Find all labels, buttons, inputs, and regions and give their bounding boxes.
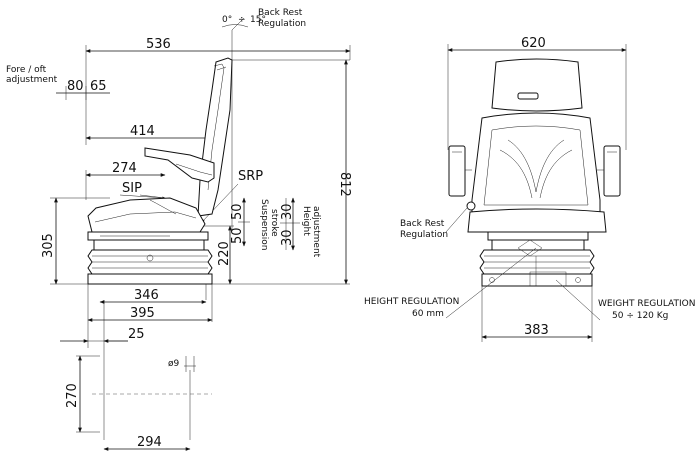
mounting-base-view: 270 ø9 294 [65, 348, 212, 451]
dim-346-label: 346 [134, 288, 159, 303]
dim-536-label: 536 [146, 37, 171, 52]
dim-812-label: 812 [337, 172, 352, 197]
height-30-bottom: 30 [280, 229, 295, 246]
dim-414-label: 414 [130, 124, 155, 139]
front-headrest [491, 58, 583, 112]
dimension-536: 536 [85, 37, 351, 145]
sip-srp-points: SIP SRP [119, 169, 263, 223]
height-30-top: 30 [280, 203, 295, 220]
dimension-812: 812 [212, 59, 352, 285]
weight-regulation-label-1: WEIGHT REGULATION [598, 299, 696, 309]
weight-regulation-label-2: 50 ÷ 120 Kg [612, 311, 668, 321]
seat-side-body [87, 57, 233, 285]
front-view: 620 Back Rest Re [364, 36, 696, 342]
height-label-1: Height [301, 206, 311, 236]
height-regulation-label-1: HEIGHT REGULATION [364, 297, 459, 307]
fore-aft-dim-80: 80 [67, 79, 84, 94]
dimension-274: 274 [85, 161, 166, 200]
susp-50-top: 50 [230, 203, 245, 220]
fore-aft-annotation: Fore / oft adjustment 80 65 [6, 65, 110, 100]
dim-220-label: 220 [217, 241, 232, 266]
front-back-rest-label-2: Regulation [400, 230, 448, 240]
dim-274-label: 274 [112, 161, 137, 176]
fore-aft-dim-65: 65 [90, 79, 107, 94]
angle-max-label: 15° [250, 15, 266, 25]
suspension-label-2: stroke [269, 209, 279, 237]
height-adjustment-dim: 30 30 Height adjustment [280, 197, 321, 258]
front-cushion [467, 208, 607, 233]
dim-395-label: 395 [130, 306, 155, 321]
hole-diameter-label: ø9 [168, 359, 180, 369]
dim-294-label: 294 [137, 435, 162, 450]
dim-383-label: 383 [524, 323, 549, 338]
dim-270-label: 270 [65, 383, 80, 408]
fore-aft-label-1: Fore / oft [6, 65, 47, 75]
front-back-rest-label-1: Back Rest [400, 219, 445, 229]
susp-50-bottom: 50 [230, 227, 245, 244]
dimension-383: 383 [481, 286, 593, 342]
back-rest-angle-annotation: Back Rest Regulation 0° ÷ 15° [221, 8, 306, 230]
dim-305-label: 305 [41, 233, 56, 258]
dim-25-label: 25 [128, 327, 145, 342]
side-view: Back Rest Regulation 0° ÷ 15° Fore / oft… [6, 8, 352, 348]
suspension-label-1: Suspension [259, 199, 269, 250]
back-rest-regulation-label-1: Back Rest [258, 8, 303, 18]
back-rest-regulation-label-2: Regulation [258, 19, 306, 29]
srp-label: SRP [238, 169, 263, 184]
angle-min-label: 0° [222, 15, 232, 25]
dimension-620: 620 [447, 36, 627, 150]
height-regulation-label-2: 60 mm [412, 309, 444, 319]
dimension-220: 220 [204, 225, 234, 285]
dimension-305: 305 [41, 197, 110, 285]
front-backrest [471, 112, 601, 219]
dimension-414: 414 [85, 124, 211, 140]
sip-label: SIP [122, 181, 142, 196]
dim-620-label: 620 [521, 36, 546, 51]
height-label-2: adjustment [311, 206, 321, 258]
suspension-stroke: 50 50 Suspension stroke [230, 197, 279, 250]
fore-aft-label-2: adjustment [6, 75, 58, 85]
front-armrest-left [448, 145, 466, 197]
base-dimensions: 346 395 25 [60, 284, 213, 348]
front-armrest-right [603, 145, 621, 197]
